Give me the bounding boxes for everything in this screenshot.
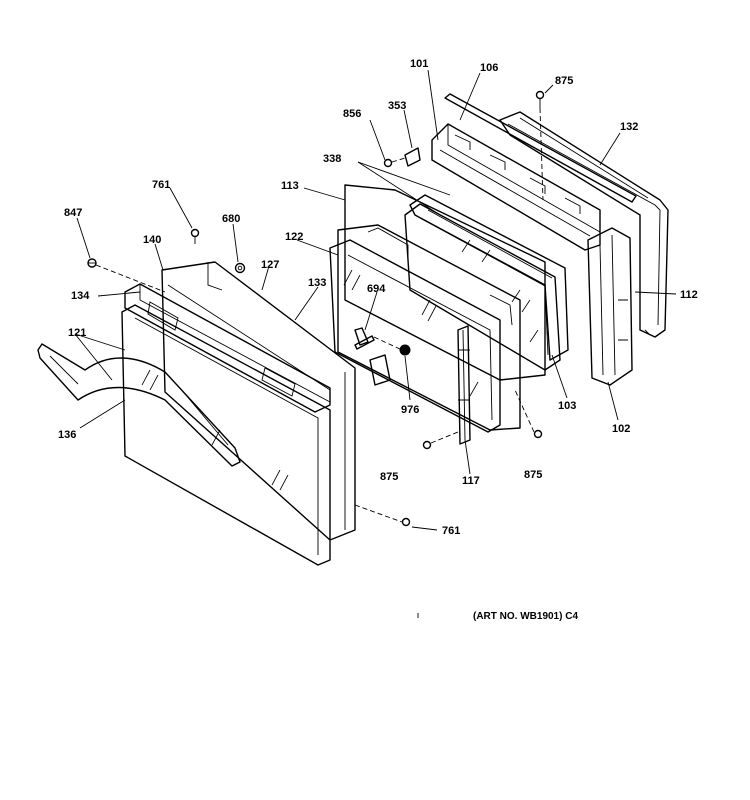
screw-856 bbox=[383, 158, 393, 168]
callout-847: 847 bbox=[64, 207, 82, 219]
callout-875-right: 875 bbox=[524, 469, 542, 481]
callout-127: 127 bbox=[261, 259, 279, 271]
callout-121: 121 bbox=[68, 327, 86, 339]
callout-353: 353 bbox=[388, 100, 406, 112]
side-trim-strip bbox=[457, 325, 471, 445]
callout-856: 856 bbox=[343, 108, 361, 120]
callout-134: 134 bbox=[71, 290, 90, 302]
callout-338: 338 bbox=[323, 153, 341, 165]
callout-875-top: 875 bbox=[555, 75, 573, 87]
door-liner-frame bbox=[499, 111, 669, 338]
callout-136: 136 bbox=[58, 429, 76, 441]
callout-labels: 101 106 875 856 353 132 338 113 761 847 … bbox=[58, 58, 698, 537]
callout-761-top: 761 bbox=[152, 179, 170, 191]
callout-103: 103 bbox=[558, 400, 576, 412]
clip-353 bbox=[404, 147, 421, 167]
door-handle bbox=[37, 343, 241, 467]
screw-875-left bbox=[422, 440, 432, 450]
callout-102: 102 bbox=[612, 423, 630, 435]
callout-112: 112 bbox=[680, 289, 698, 301]
pin-694 bbox=[354, 335, 375, 350]
screw-875-right bbox=[533, 429, 543, 439]
inner-glass-panel bbox=[337, 224, 521, 431]
screw-847 bbox=[87, 258, 97, 268]
callout-101: 101 bbox=[410, 58, 428, 70]
art-number: (ART NO. WB1901) C4 bbox=[473, 611, 578, 622]
screw-761-bottom bbox=[401, 517, 411, 527]
outer-door-panel bbox=[121, 304, 331, 566]
callout-133: 133 bbox=[308, 277, 326, 289]
callout-694: 694 bbox=[367, 283, 386, 295]
callout-132: 132 bbox=[620, 121, 638, 133]
alignment-lines bbox=[95, 107, 544, 618]
door-trim bbox=[124, 283, 331, 413]
callout-875-left: 875 bbox=[380, 471, 398, 483]
callout-117: 117 bbox=[462, 475, 480, 487]
leader-lines bbox=[74, 69, 677, 531]
inner-door-assembly bbox=[431, 123, 633, 386]
callout-680: 680 bbox=[222, 213, 240, 225]
hinge-bracket bbox=[354, 327, 391, 386]
callout-976: 976 bbox=[401, 404, 419, 416]
nut-680 bbox=[234, 262, 246, 274]
screw-761-top bbox=[190, 228, 200, 244]
callout-106: 106 bbox=[480, 62, 498, 74]
callout-122: 122 bbox=[285, 231, 303, 243]
callout-140: 140 bbox=[143, 234, 161, 246]
screw-875-top bbox=[535, 90, 545, 108]
callout-113: 113 bbox=[281, 180, 299, 192]
callout-761-bottom: 761 bbox=[442, 525, 460, 537]
rear-glass-panel bbox=[344, 184, 546, 381]
bumper-976 bbox=[399, 344, 411, 356]
door-gasket bbox=[444, 93, 637, 203]
